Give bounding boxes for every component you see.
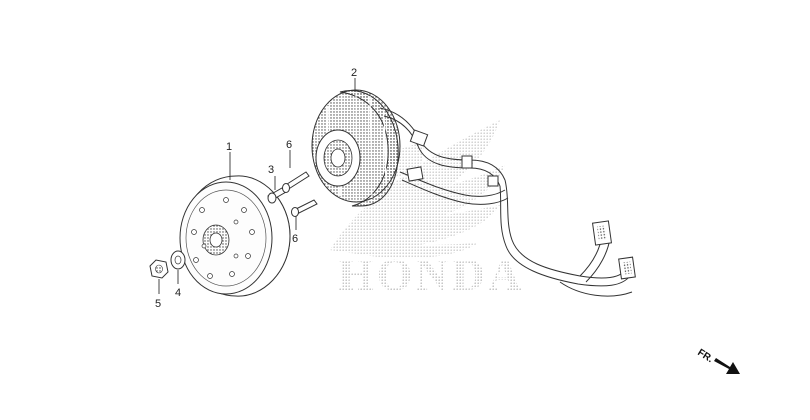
washer	[170, 250, 186, 270]
callout-6-lower: 6	[292, 233, 298, 245]
callout-5: 5	[155, 298, 161, 310]
front-direction-indicator: FR.	[695, 347, 740, 374]
leader-lines	[158, 78, 356, 294]
callout-6-upper: 6	[286, 139, 292, 151]
flange-bolt-6-lower	[291, 199, 318, 217]
stator	[311, 89, 401, 207]
fr-label: FR.	[695, 347, 715, 365]
flywheel	[179, 175, 291, 297]
callout-1: 1	[226, 141, 232, 153]
watermark-brand-text: HONDA	[338, 249, 524, 300]
callout-4: 4	[175, 287, 181, 299]
flange-nut	[149, 259, 169, 279]
harness-connectors	[591, 220, 636, 280]
callout-2: 2	[351, 67, 357, 79]
flange-bolt-6-upper	[282, 171, 310, 193]
watermark-logo: HONDA	[330, 120, 524, 300]
flange-bolt-3	[267, 187, 287, 204]
fr-arrow-icon	[714, 358, 740, 374]
callout-3: 3	[268, 164, 274, 176]
harness-clamps	[406, 129, 499, 187]
